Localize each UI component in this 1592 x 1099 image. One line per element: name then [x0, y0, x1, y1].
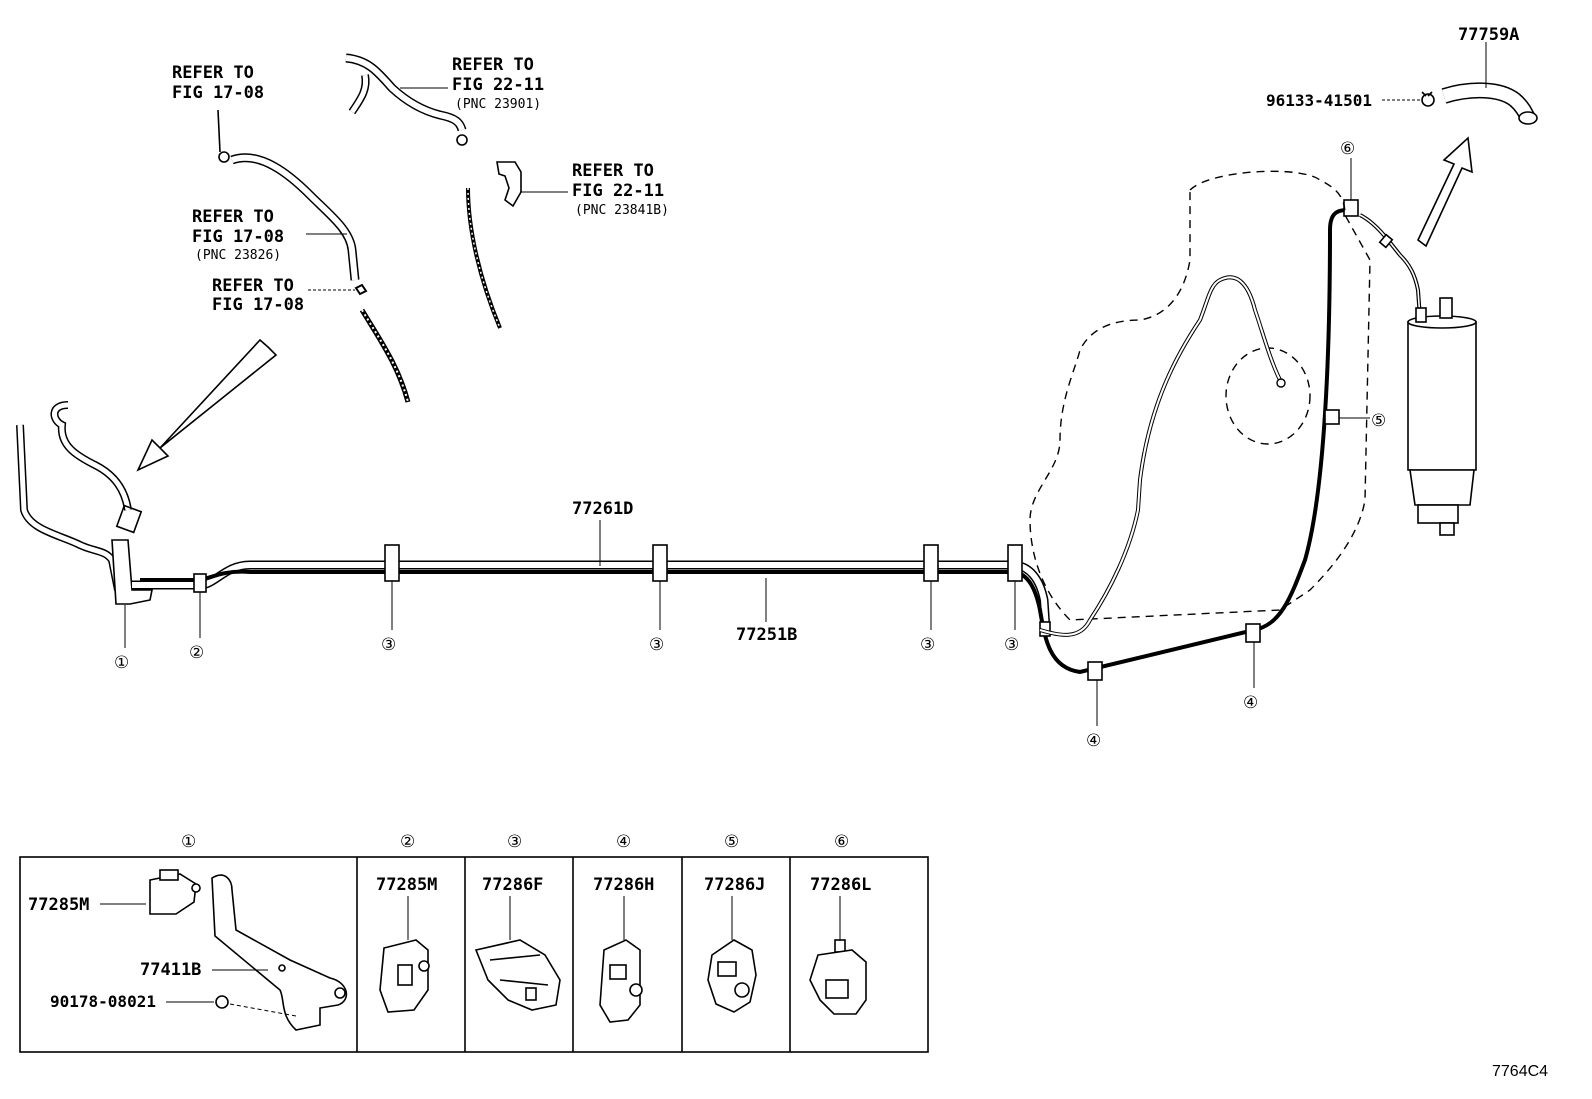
- svg-text:77286J: 77286J: [704, 875, 765, 895]
- label-96133: 96133-41501: [1266, 91, 1372, 110]
- ref-label-1: REFER TO FIG 17-08: [172, 63, 264, 103]
- filler-neck: [16, 401, 153, 605]
- legend-section-3: 77286F: [474, 875, 561, 1011]
- callouts-main: ① ② ③ ③ ③ ③ ④ ④ ⑤ ⑥: [114, 139, 1386, 751]
- callout-5: ⑤: [1371, 411, 1386, 431]
- legend-marker-5: ⑤: [724, 832, 739, 852]
- legend-section-6: 77286L: [809, 875, 871, 1015]
- tube-label-lower: 77251B: [736, 578, 797, 645]
- clamp-96133: [1382, 91, 1435, 107]
- tube-label-upper: 77261D: [572, 499, 633, 566]
- callout-leaders: [124, 158, 1370, 726]
- svg-text:(PNC 23841B): (PNC 23841B): [575, 203, 669, 218]
- direction-arrow-left: [136, 338, 278, 472]
- legend-section-2: 77285M: [376, 875, 437, 1013]
- svg-text:77285M: 77285M: [28, 895, 89, 915]
- svg-text:(PNC 23826): (PNC 23826): [195, 248, 281, 263]
- legend-marker-6: ⑥: [834, 832, 849, 852]
- callout-3c: ③: [920, 635, 935, 655]
- ref-label-3: REFER TO FIG 22-11 (PNC 23841B): [572, 161, 669, 218]
- tank-vent-line: [1039, 275, 1286, 637]
- svg-text:77286F: 77286F: [482, 875, 543, 895]
- legend-marker-4: ④: [616, 832, 631, 852]
- svg-text:REFER TO: REFER TO: [192, 207, 274, 227]
- svg-text:FIG 17-08: FIG 17-08: [212, 295, 304, 315]
- svg-text:90178-08021: 90178-08021: [50, 992, 156, 1011]
- legend-table: [19, 856, 929, 1053]
- figure-code: 7764C4: [1492, 1063, 1548, 1080]
- legend-section-1: 77285M 77411B 90178-08021: [28, 869, 348, 1031]
- direction-arrow-right: [1416, 136, 1473, 248]
- fuel-tank-outline: [1029, 170, 1371, 621]
- callout-3d: ③: [1004, 635, 1019, 655]
- svg-text:77251B: 77251B: [736, 625, 797, 645]
- tube-clamps: [193, 199, 1359, 681]
- svg-text:77411B: 77411B: [140, 960, 201, 980]
- ref-label-2: REFER TO FIG 22-11 (PNC 23901): [452, 55, 544, 112]
- svg-text:REFER TO: REFER TO: [572, 161, 654, 181]
- ref-group-left: [217, 53, 568, 403]
- main-tubes: [132, 208, 1351, 675]
- callout-3a: ③: [381, 635, 396, 655]
- legend-section-4: 77286H: [593, 875, 654, 1023]
- callout-3b: ③: [649, 635, 664, 655]
- svg-text:REFER TO: REFER TO: [172, 63, 254, 83]
- svg-text:77286H: 77286H: [593, 875, 654, 895]
- svg-text:FIG 17-08: FIG 17-08: [172, 83, 264, 103]
- svg-text:REFER TO: REFER TO: [212, 276, 294, 296]
- legend-markers: ① ② ③ ④ ⑤ ⑥: [181, 832, 849, 852]
- legend-marker-2: ②: [400, 832, 415, 852]
- legend-section-5: 77286J: [704, 875, 765, 1013]
- callout-6: ⑥: [1340, 139, 1355, 159]
- charcoal-canister: [1359, 213, 1477, 536]
- svg-text:77285M: 77285M: [376, 875, 437, 895]
- legend-marker-1: ①: [181, 832, 196, 852]
- svg-text:(PNC 23901): (PNC 23901): [455, 97, 541, 112]
- callout-2: ②: [189, 643, 204, 663]
- ref-label-5: REFER TO FIG 17-08: [212, 276, 304, 315]
- label-77759a: 77759A: [1458, 25, 1519, 45]
- callout-4b: ④: [1243, 693, 1258, 713]
- vent-hose-77759a: [1441, 42, 1538, 125]
- callout-4a: ④: [1086, 731, 1101, 751]
- legend-marker-3: ③: [507, 832, 522, 852]
- svg-text:FIG 22-11: FIG 22-11: [572, 181, 664, 201]
- svg-text:REFER TO: REFER TO: [452, 55, 534, 75]
- svg-text:FIG 22-11: FIG 22-11: [452, 75, 544, 95]
- callout-1: ①: [114, 653, 129, 673]
- svg-text:FIG 17-08: FIG 17-08: [192, 227, 284, 247]
- ref-label-4: REFER TO FIG 17-08 (PNC 23826): [192, 207, 284, 263]
- svg-text:77286L: 77286L: [810, 875, 871, 895]
- svg-text:77261D: 77261D: [572, 499, 633, 519]
